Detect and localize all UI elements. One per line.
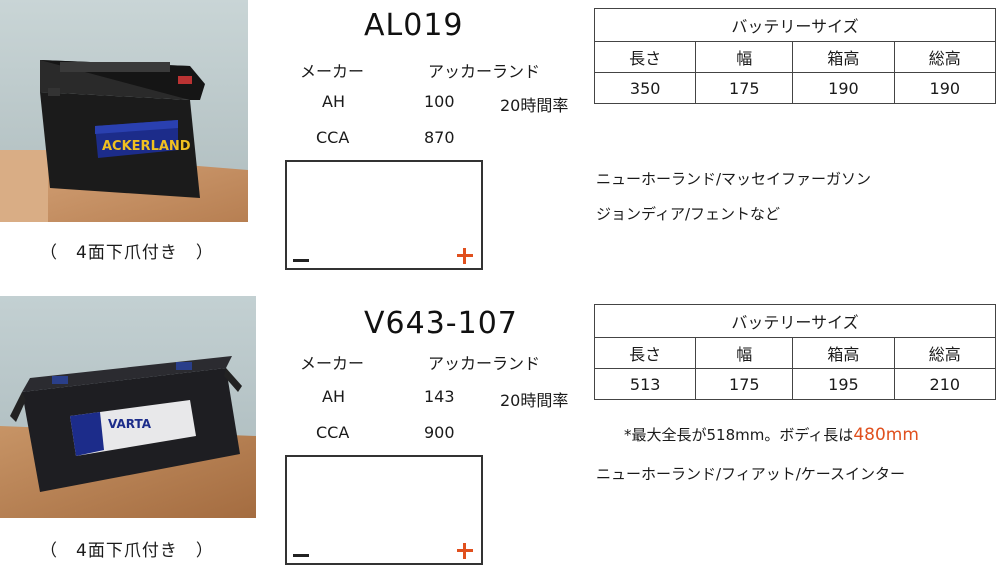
cca-label: CCA bbox=[316, 128, 350, 147]
size-header-length: 長さ bbox=[593, 41, 697, 73]
positive-terminal-icon bbox=[457, 248, 473, 264]
size-value-width: 175 bbox=[695, 368, 794, 400]
ah-value: 143 bbox=[424, 387, 455, 406]
size-value-total-height: 210 bbox=[893, 368, 997, 400]
battery-brand-label: ACKERLAND bbox=[102, 139, 191, 154]
cca-value: 900 bbox=[424, 423, 455, 442]
ah-value: 100 bbox=[424, 92, 455, 111]
battery-photo-v643-107: VARTA bbox=[0, 296, 256, 518]
size-header-box-height: 箱高 bbox=[792, 337, 895, 369]
battery-size-table: バッテリーサイズ 長さ 幅 箱高 総高 350 175 190 190 bbox=[593, 8, 997, 104]
maker-label: メーカー bbox=[300, 62, 365, 81]
battery-size-table: バッテリーサイズ 長さ 幅 箱高 総高 513 175 195 210 bbox=[593, 304, 997, 400]
size-header-width: 幅 bbox=[695, 337, 794, 369]
terminal-layout-box bbox=[285, 455, 483, 565]
size-table-title: バッテリーサイズ bbox=[594, 304, 996, 338]
battery-photo-al019: ACKERLAND bbox=[0, 0, 248, 222]
applications-list: ニューホーランド/マッセイファーガソン ジョンディア/フェントなど bbox=[596, 162, 871, 232]
size-value-length: 513 bbox=[593, 368, 697, 400]
length-note: *最大全長が518mm。ボディ長は480mm bbox=[624, 424, 919, 445]
length-note-text: *最大全長が518mm。ボディ長は bbox=[624, 426, 854, 444]
claw-note: （ 4面下爪付き ） bbox=[40, 243, 214, 263]
cca-label: CCA bbox=[316, 423, 350, 442]
battery-brand-label: VARTA bbox=[108, 417, 152, 431]
maker-label: メーカー bbox=[300, 354, 365, 373]
model-name: V643-107 bbox=[364, 306, 518, 341]
cca-value: 870 bbox=[424, 128, 455, 147]
model-name: AL019 bbox=[364, 8, 464, 43]
negative-terminal-icon bbox=[293, 259, 309, 262]
size-table-title: バッテリーサイズ bbox=[594, 8, 996, 42]
ah-rate: 20時間率 bbox=[500, 391, 569, 410]
size-header-total-height: 総高 bbox=[893, 41, 997, 73]
size-value-length: 350 bbox=[593, 72, 697, 104]
ah-label: AH bbox=[322, 387, 345, 406]
size-value-box-height: 195 bbox=[792, 368, 895, 400]
ah-rate: 20時間率 bbox=[500, 96, 569, 115]
ah-label: AH bbox=[322, 92, 345, 111]
size-header-width: 幅 bbox=[695, 41, 794, 73]
positive-terminal-icon bbox=[457, 543, 473, 559]
size-header-total-height: 総高 bbox=[893, 337, 997, 369]
body-length-highlight: 480mm bbox=[853, 425, 919, 445]
application-line: ニューホーランド/フィアット/ケースインター bbox=[596, 465, 906, 483]
size-value-total-height: 190 bbox=[893, 72, 997, 104]
claw-note: （ 4面下爪付き ） bbox=[40, 541, 214, 561]
maker-value: アッカーランド bbox=[428, 62, 541, 81]
applications-list: ニューホーランド/フィアット/ケースインター bbox=[596, 457, 905, 492]
size-value-box-height: 190 bbox=[792, 72, 895, 104]
application-line: ニューホーランド/マッセイファーガソン bbox=[596, 170, 872, 188]
maker-value: アッカーランド bbox=[428, 354, 541, 373]
size-value-width: 175 bbox=[695, 72, 794, 104]
size-header-length: 長さ bbox=[593, 337, 697, 369]
application-line: ジョンディア/フェントなど bbox=[596, 205, 781, 223]
negative-terminal-icon bbox=[293, 554, 309, 557]
terminal-layout-box bbox=[285, 160, 483, 270]
size-header-box-height: 箱高 bbox=[792, 41, 895, 73]
